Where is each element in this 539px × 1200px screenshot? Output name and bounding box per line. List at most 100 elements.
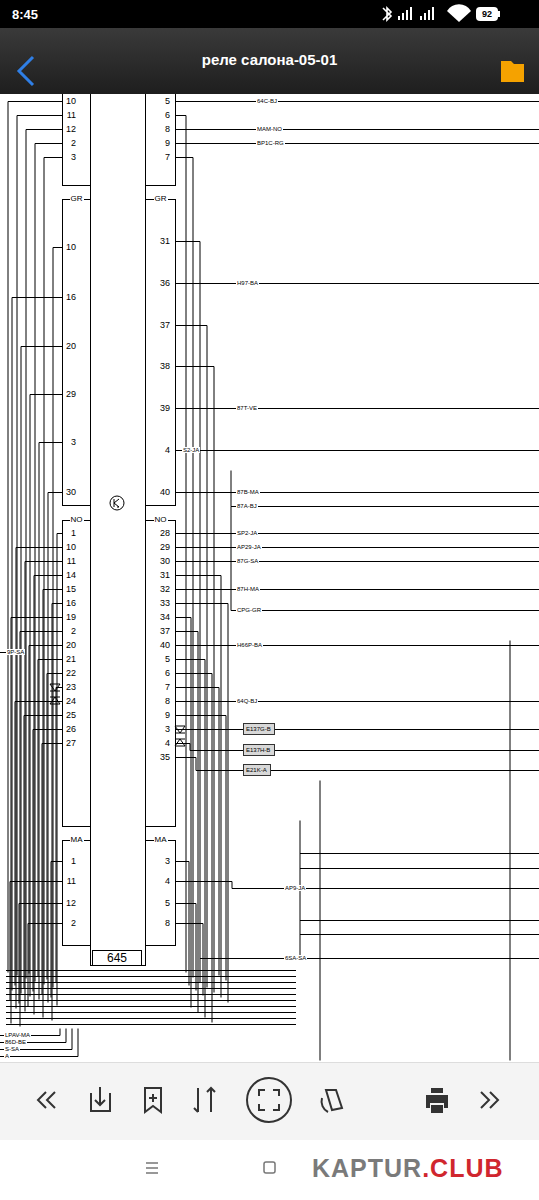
print-icon: [426, 1088, 448, 1113]
pin-number: 4: [165, 446, 170, 455]
connector-block: MA: [145, 840, 176, 946]
wire: [231, 471, 539, 507]
wire: [6, 1006, 296, 1007]
pin-number: 15: [66, 585, 76, 594]
pin-number: 20: [66, 641, 76, 650]
wire: [24, 716, 62, 989]
pin-number: 31: [160, 571, 170, 580]
pin-number: 1: [71, 529, 76, 538]
wire: [176, 283, 539, 284]
pin-number: 16: [66, 599, 76, 608]
wire-name: 6SA-SA: [284, 955, 307, 961]
pin-number: 8: [165, 919, 170, 928]
wire: [176, 116, 186, 973]
wire-name: 87A-BJ: [236, 503, 258, 509]
connector-block: MA: [62, 840, 91, 946]
wire: [176, 701, 539, 702]
pin-number: 26: [66, 725, 76, 734]
next-icon: [481, 1092, 498, 1108]
component-number: 645: [92, 950, 142, 966]
pin-number: 11: [67, 557, 76, 566]
pin-number: 9: [165, 139, 170, 148]
wire: [47, 674, 62, 980]
fit-screen-icon: [259, 1090, 279, 1110]
transistor-symbol: [114, 499, 119, 507]
pin-number: 7: [165, 683, 170, 692]
pin-number: 37: [160, 321, 170, 330]
wire: [510, 641, 511, 1061]
pin-number: 12: [66, 125, 76, 134]
pin-number: 23: [66, 683, 76, 692]
wire-name: 87B-MA: [236, 489, 260, 495]
connector-name: MA: [70, 836, 84, 844]
pin-number: 10: [66, 543, 76, 552]
status-time: 8:45: [12, 8, 38, 21]
wire-name: 87T-VE: [236, 405, 258, 411]
wire: [6, 1000, 296, 1001]
wire-name: S-SA: [4, 1046, 20, 1052]
wire: [29, 646, 62, 974]
wire: [6, 982, 296, 983]
wire: [176, 561, 539, 562]
home-icon: [264, 1162, 275, 1173]
pin-number: 6: [165, 111, 170, 120]
pin-number: 3: [165, 725, 170, 734]
wire-name: H97-BA: [236, 280, 259, 286]
wire: [176, 129, 539, 130]
wire: [176, 758, 539, 771]
wire: [6, 988, 296, 989]
connector-name: NO: [154, 516, 168, 524]
wire-name: CPG-GR: [236, 607, 262, 613]
wire: [300, 920, 539, 921]
wire: [176, 547, 539, 548]
menu-icon: [146, 1163, 158, 1173]
wire: [176, 618, 191, 1008]
wire: [176, 729, 539, 730]
pin-number: 36: [160, 279, 170, 288]
pin-number: 16: [66, 293, 76, 302]
screen-title: реле салона-05-01: [0, 52, 539, 67]
wire: [176, 158, 193, 978]
pin-number: 20: [66, 342, 76, 351]
transistor-symbol: [110, 496, 124, 510]
prev-icon: [38, 1092, 55, 1108]
pin-number: 2: [71, 919, 76, 928]
pin-number: 1: [71, 857, 76, 866]
pin-number: 5: [165, 899, 170, 908]
rotate-icon: [322, 1090, 342, 1112]
pin-number: 11: [67, 111, 76, 120]
wire: [176, 645, 539, 646]
sort-icon: [194, 1088, 215, 1112]
wire: [6, 1012, 296, 1013]
wire: [6, 970, 296, 971]
connector-name: NO: [70, 516, 84, 524]
wire: [48, 493, 62, 1003]
node-text: E21K-A: [246, 767, 267, 773]
wire-name: 64C-BJ: [256, 98, 278, 104]
wire-name: 87H-MA: [236, 586, 260, 592]
wire: [176, 632, 198, 1013]
wire: [176, 242, 200, 983]
wire: [11, 618, 62, 1024]
wire-name: AP9-JA: [284, 885, 306, 891]
download-icon: [91, 1087, 110, 1111]
wire: [16, 548, 62, 1009]
node-text: E137G-B: [246, 726, 271, 732]
pin-number: 3: [71, 438, 76, 447]
node-text: 645: [107, 951, 127, 965]
connector-name: GR: [70, 195, 84, 203]
pin-number: 12: [66, 899, 76, 908]
pin-number: 6: [165, 669, 170, 678]
wire: [176, 924, 203, 996]
pin-number: 8: [165, 125, 170, 134]
wire-name: A: [4, 1053, 10, 1059]
wire: [176, 533, 539, 534]
wire-name: 64Q-BJ: [236, 698, 258, 704]
wire: [231, 507, 539, 611]
wire: [6, 976, 296, 977]
wire: [176, 101, 539, 102]
pin-number: 14: [66, 571, 76, 580]
wire: [176, 688, 219, 976]
